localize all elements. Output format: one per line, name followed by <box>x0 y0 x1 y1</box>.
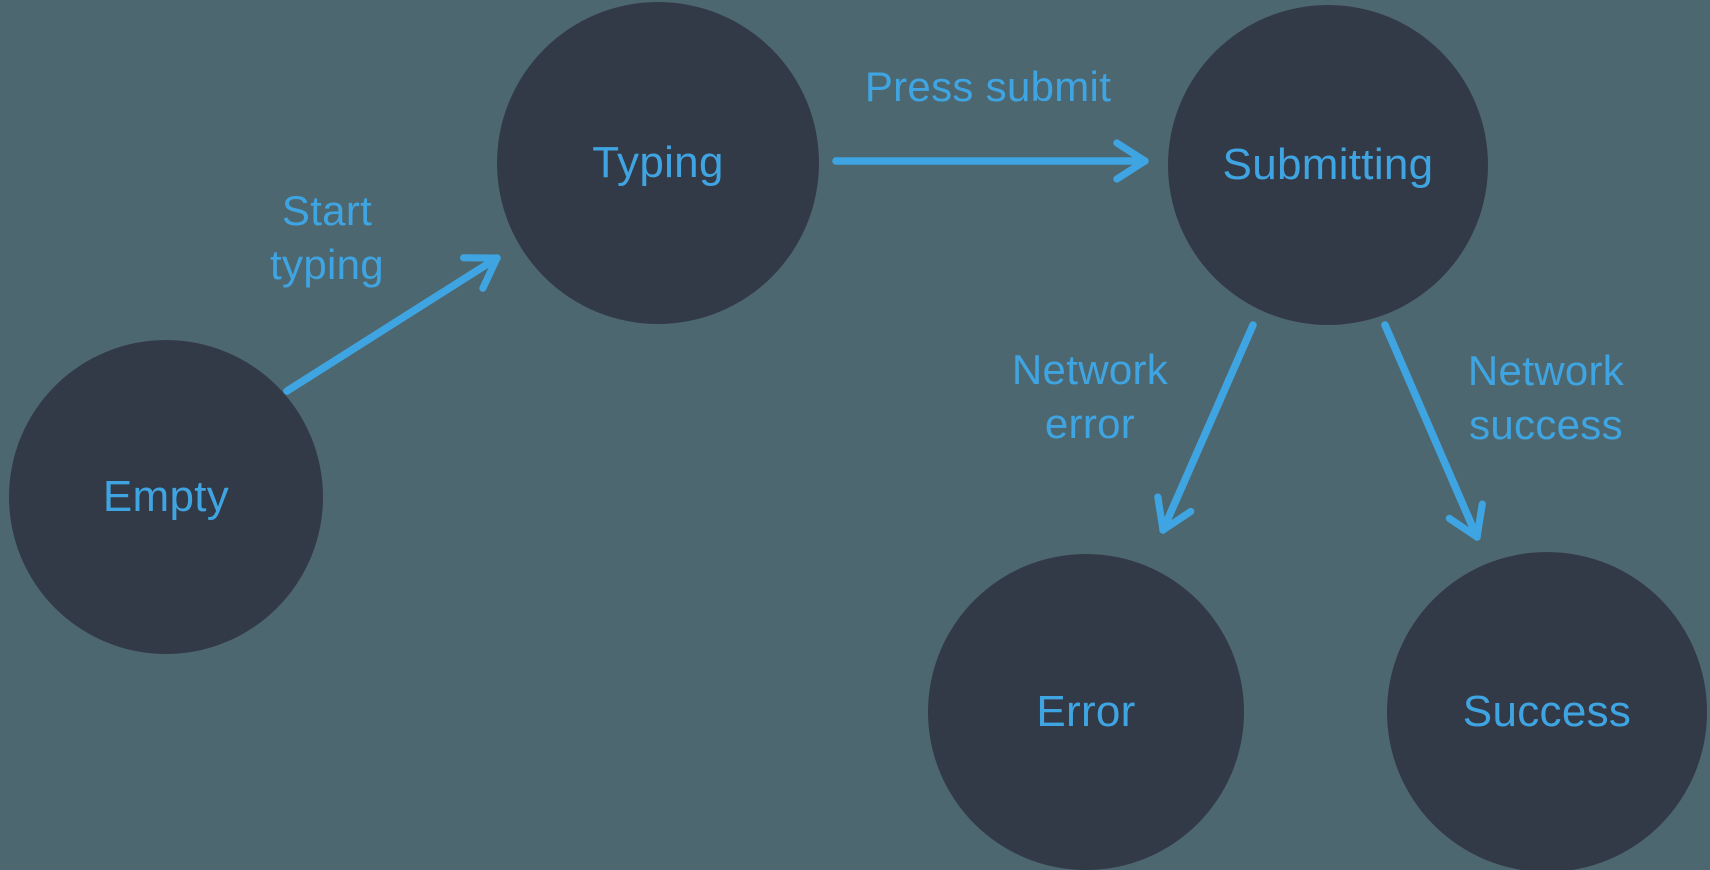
state-node-success: Success <box>1387 552 1707 870</box>
edge-label-network-error: Network error <box>1012 343 1168 451</box>
edge-label-line: Press submit <box>864 63 1112 110</box>
transition-arrow-network-error <box>1154 321 1257 534</box>
transition-arrow-start-typing <box>283 254 501 395</box>
edge-label-press-submit: Press submit <box>865 60 1111 114</box>
state-node-error: Error <box>928 554 1244 870</box>
edge-label-line: Network <box>1011 346 1169 393</box>
state-node-label-typing: Typing <box>592 138 724 187</box>
transition-arrow-network-success <box>1381 321 1486 541</box>
state-node-label-empty: Empty <box>102 472 230 521</box>
edge-label-line: typing <box>270 241 384 288</box>
edge-label-line: Start <box>281 187 373 234</box>
edge-label-line: Network <box>1467 347 1625 394</box>
state-node-label-submitting: Submitting <box>1222 140 1434 189</box>
edge-label-line: error <box>1044 400 1136 447</box>
state-node-label-error: Error <box>1036 687 1136 736</box>
edge-label-network-success: Network success <box>1468 344 1624 452</box>
state-node-submitting: Submitting <box>1168 5 1488 325</box>
edge-label-start-typing: Start typing <box>270 184 384 292</box>
state-node-empty: Empty <box>9 340 323 654</box>
state-node-typing: Typing <box>497 2 819 324</box>
edge-label-line: success <box>1469 401 1623 448</box>
state-node-label-success: Success <box>1462 687 1632 736</box>
